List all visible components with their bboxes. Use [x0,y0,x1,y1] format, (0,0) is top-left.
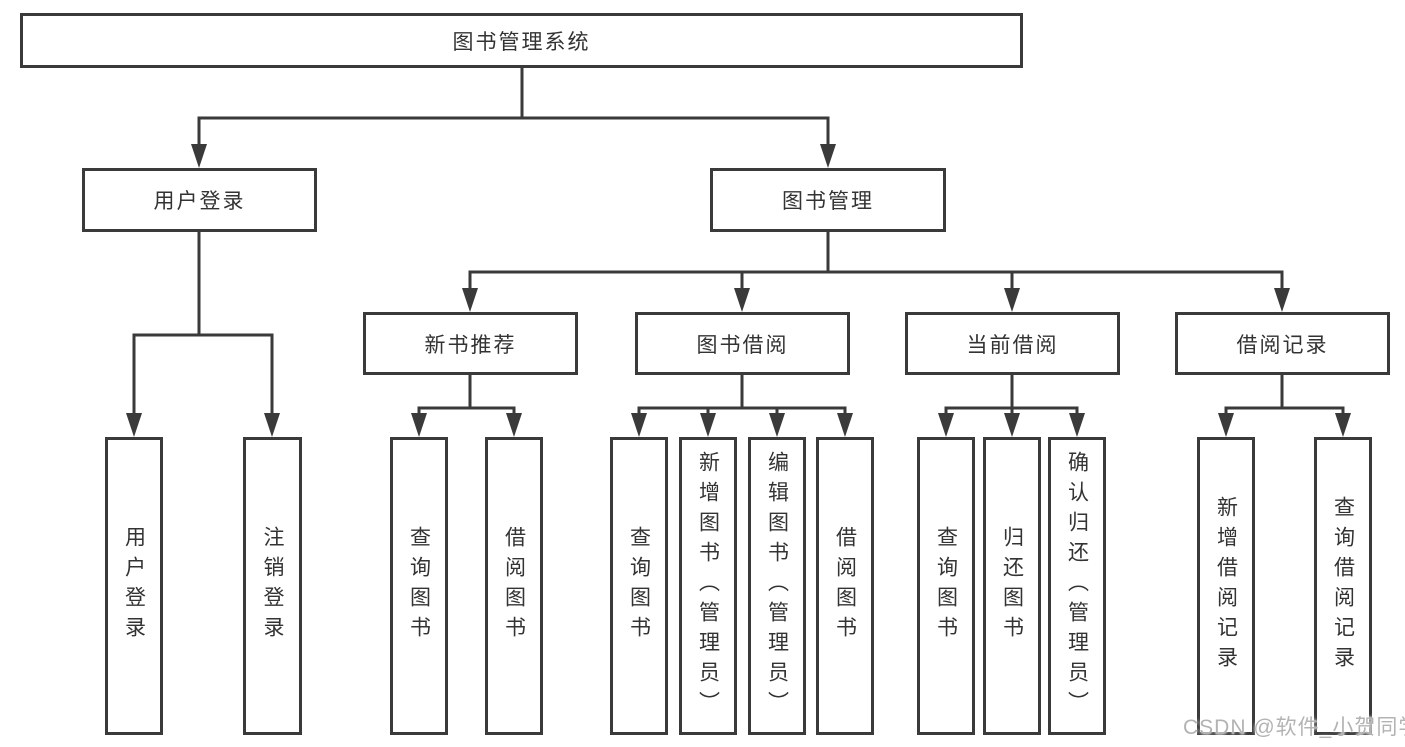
leaf-confirm-return-admin-label: 确认归还（管理员） [1065,451,1089,721]
node-book-management-label: 图书管理 [782,190,874,213]
leaf-borrow-books-recommend-label: 借阅图书 [502,526,526,646]
node-new-book-recommend-label: 新书推荐 [424,333,517,357]
leaf-borrow-books-2-label: 借阅图书 [833,526,857,646]
node-book-management: 图书管理 [710,168,946,232]
leaf-query-books-recommend: 查询图书 [390,437,448,735]
watermark-text: CSDN @软件_小贺同学 [1183,716,1405,739]
leaf-user-login-label: 用户登录 [122,526,146,646]
leaf-add-borrow-record: 新增借阅记录 [1197,437,1255,735]
node-root: 图书管理系统 [20,13,1023,68]
leaf-add-borrow-record-label: 新增借阅记录 [1214,496,1238,676]
leaf-return-book: 归还图书 [983,437,1041,735]
node-borrow-records: 借阅记录 [1175,312,1390,375]
node-borrow-records-label: 借阅记录 [1236,333,1329,357]
leaf-query-borrow-record-label: 查询借阅记录 [1331,496,1355,676]
node-current-borrow-label: 当前借阅 [966,333,1059,357]
leaf-add-book-admin-label: 新增图书（管理员） [696,451,720,721]
leaf-query-books-recommend-label: 查询图书 [407,526,431,646]
leaf-logout-label: 注销登录 [261,526,284,646]
leaf-confirm-return-admin: 确认归还（管理员） [1048,437,1106,735]
leaf-query-borrow-record: 查询借阅记录 [1314,437,1372,735]
node-book-borrow-label: 图书借阅 [696,333,789,357]
leaf-return-book-label: 归还图书 [1000,526,1024,646]
node-user-login-label: 用户登录 [153,190,246,213]
leaf-query-books-borrow: 查询图书 [610,437,668,735]
leaf-borrow-books-recommend: 借阅图书 [485,437,543,735]
node-book-borrow: 图书借阅 [635,312,850,375]
leaf-logout: 注销登录 [243,437,302,735]
leaf-borrow-books-2: 借阅图书 [816,437,874,735]
node-new-book-recommend: 新书推荐 [363,312,578,375]
leaf-user-login: 用户登录 [105,437,163,735]
leaf-edit-book-admin: 编辑图书（管理员） [748,437,806,735]
node-user-login: 用户登录 [82,168,317,232]
node-root-label: 图书管理系统 [452,30,591,54]
node-current-borrow: 当前借阅 [905,312,1120,375]
leaf-edit-book-admin-label: 编辑图书（管理员） [765,451,789,721]
leaf-query-books-borrow-label: 查询图书 [627,526,651,646]
leaf-query-books-current-label: 查询图书 [934,526,958,646]
leaf-add-book-admin: 新增图书（管理员） [679,437,737,735]
leaf-query-books-current: 查询图书 [917,437,975,735]
